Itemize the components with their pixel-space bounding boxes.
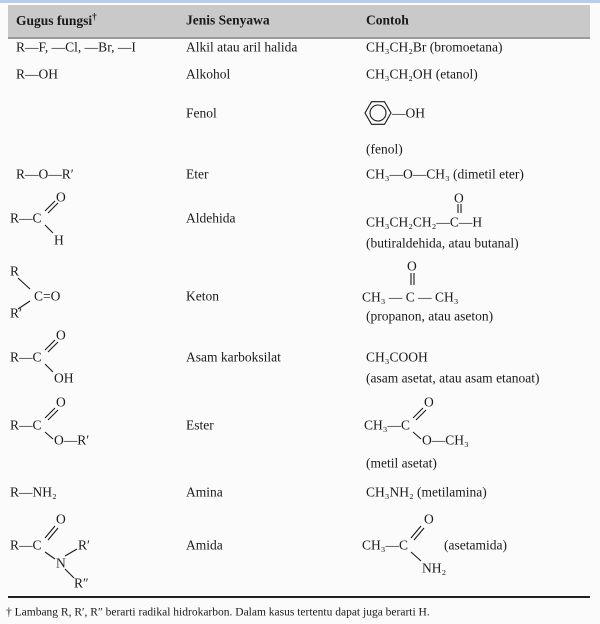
compound-type: Asam karboksilat [186,349,281,365]
compound-type: Amina [186,484,223,500]
group-o: O [56,394,66,410]
example: CH₃—O—CH₃ (dimetil eter) [366,166,524,182]
benzene-ring-icon [364,101,392,125]
example: CH₃CH₂OH (etanol) [366,66,478,82]
top-border [0,0,600,3]
footnote-mark: † [92,11,97,22]
example-o: O [454,190,464,206]
example: CH₃ — C — CH₃ [362,289,459,305]
group-r2: R″ [74,575,89,591]
example-name: (fenol) [366,141,403,157]
example-nh2: NH₂ [422,560,447,576]
compound-type: Amida [186,537,223,553]
group-r1: R′ [78,537,90,553]
group-o: O [56,189,66,205]
group-o: O [56,511,66,527]
example-o: O [407,258,417,274]
group-h: H [54,232,64,248]
group-r2: R′ [10,305,22,321]
example: CH₃—C [362,537,408,553]
group-formula: R—OH [16,66,59,82]
example-name: (asam asetat, atau asam etanoat) [366,370,540,386]
benzene-inner-circle [369,104,387,122]
group-n: N [56,555,66,571]
example: CH₃COOH [366,349,428,365]
group-main: R—C [10,417,42,433]
header-gugus-fungsi: Gugus fungsi† [16,11,97,28]
group-main: R—C [10,349,42,365]
example-oh: —OH [392,105,425,121]
table-header [8,5,590,39]
compound-type: Alkil atau aril halida [186,39,298,55]
compound-type: Aldehida [186,210,236,226]
group-main: R—C [10,537,42,553]
compound-type: Alkohol [186,66,231,82]
group-formula: R—NH₂ [10,484,57,500]
header-label: Gugus fungsi [16,13,93,28]
group-or: O—R′ [54,432,90,448]
example-name: (butiraldehida, atau butanal) [366,235,519,251]
example-o: O [424,394,434,410]
example-och3: O—CH₃ [422,432,469,448]
example: CH₃CH₂Br (bromoetana) [366,39,503,55]
compound-type: Eter [186,166,209,182]
group-main: R—C [10,210,42,226]
compound-type: Fenol [186,105,217,121]
example: CH₃—C [364,417,410,433]
example-name: (metil asetat) [366,455,437,471]
compound-type: Keton [186,288,219,304]
example-name: (propanon, atau aseton) [366,308,494,324]
table-bottom-rule [8,596,590,598]
compound-type: Ester [186,417,214,433]
group-formula: R—O—R′ [16,166,74,182]
header-jenis-senyawa: Jenis Senyawa [186,12,270,28]
example: CH₃CH₂CH₂—C—H [366,214,483,230]
group-main: C=O [34,288,61,304]
group-oh: OH [54,370,74,386]
example-name: (asetamida) [444,537,507,553]
example: CH₃NH₂ (metilamina) [366,484,487,500]
group-o: O [56,327,66,343]
group-r1: R [10,263,20,279]
example-o: O [424,511,434,527]
group-formula: R—F, —Cl, —Br, —I [16,39,136,55]
footnote: † Lambang R, R′, R″ berarti radikal hidr… [6,606,430,619]
header-contoh: Contoh [366,12,409,28]
